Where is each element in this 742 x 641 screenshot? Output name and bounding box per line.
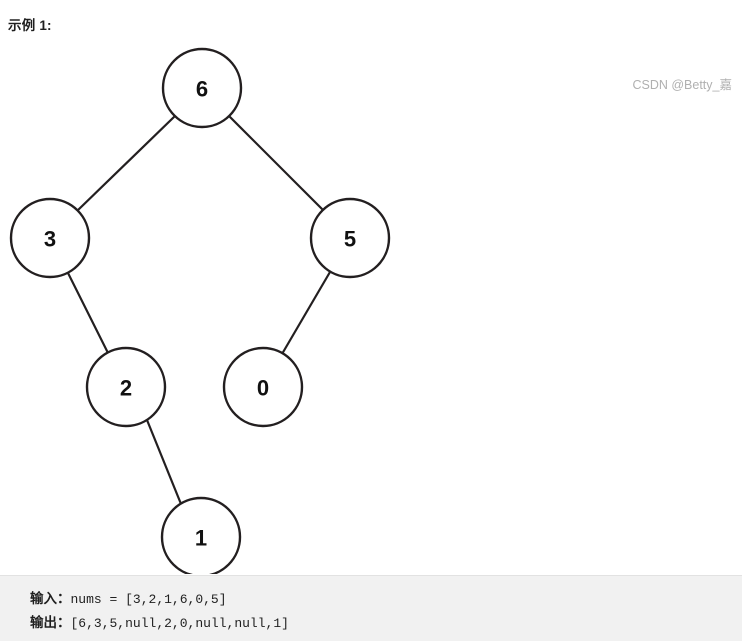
tree-node-1[interactable]: 1: [160, 496, 242, 574]
input-line: 输入：nums = [3,2,1,6,0,5]: [30, 587, 227, 607]
node-label-5: 5: [344, 227, 356, 252]
edge-3-2: [67, 272, 109, 354]
node-circle-5[interactable]: [309, 197, 391, 279]
node-circle-6[interactable]: [161, 47, 243, 129]
tree-node-5[interactable]: 5: [309, 197, 391, 279]
tree-node-2[interactable]: 2: [85, 346, 167, 428]
node-circle-3[interactable]: [9, 197, 91, 279]
tree-svg: 6 3 5 2 0 1: [9, 47, 391, 574]
output-line: 输出：[6,3,5,null,2,0,null,null,1]: [30, 611, 289, 631]
tree-nodes: 6 3 5 2 0 1: [9, 47, 391, 574]
node-circle-0[interactable]: [222, 346, 304, 428]
example-label: 示例 1:: [8, 18, 52, 33]
output-value: [6,3,5,null,2,0,null,null,1]: [70, 616, 289, 631]
input-value: nums = [3,2,1,6,0,5]: [70, 592, 227, 607]
tree-node-0[interactable]: 0: [222, 346, 304, 428]
tree-node-6[interactable]: 6: [161, 47, 243, 129]
node-label-6: 6: [196, 77, 208, 102]
watermark-text: CSDN @Betty_嘉: [632, 78, 732, 92]
edge-5-0: [281, 271, 331, 355]
node-label-1: 1: [195, 526, 207, 551]
tree-edges: [67, 115, 331, 505]
node-circle-1[interactable]: [160, 496, 242, 574]
edge-6-3: [76, 115, 176, 212]
output-label: 输出：: [30, 615, 71, 630]
io-panel: 输入：nums = [3,2,1,6,0,5] 输出：[6,3,5,null,2…: [0, 575, 742, 641]
edge-6-5: [228, 115, 325, 212]
node-label-2: 2: [120, 376, 132, 401]
input-label: 输入：: [30, 591, 71, 606]
edge-2-1: [145, 419, 183, 505]
binary-tree-diagram: 6 3 5 2 0 1 CSDN @Betty_嘉: [0, 34, 742, 574]
node-label-3: 3: [44, 227, 56, 252]
node-label-0: 0: [257, 376, 269, 401]
tree-node-3[interactable]: 3: [9, 197, 91, 279]
node-circle-2[interactable]: [85, 346, 167, 428]
